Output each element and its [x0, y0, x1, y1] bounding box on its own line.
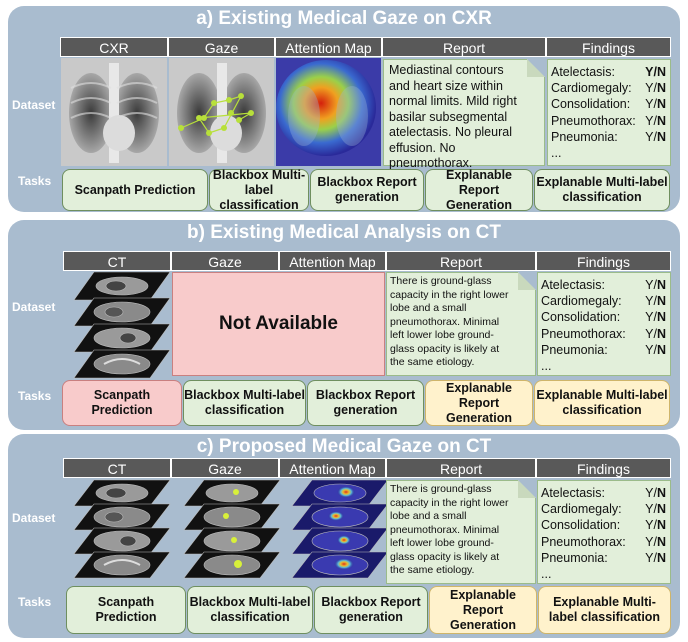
- panel-a-tasks-label: Tasks: [18, 174, 52, 188]
- header-findings: Findings: [546, 37, 671, 57]
- panel-c-title: c) Proposed Medical Gaze on CT: [196, 436, 492, 457]
- gaze-slice-stack: [176, 478, 284, 582]
- finding-row: Consolidation:Y/N: [541, 518, 666, 533]
- findings-box: Atelectasis:Y/N Cardiomegaly:Y/N Consoli…: [537, 272, 671, 376]
- report-fold-corner: [518, 272, 536, 290]
- report-fold-corner: [527, 59, 545, 77]
- task-scanpath-prediction: Scanpath Prediction: [66, 586, 186, 634]
- task-scanpath-prediction: Scanpath Prediction: [62, 169, 208, 211]
- finding-row: Cardiomegaly:Y/N: [541, 502, 666, 517]
- ct-slice-stack: [66, 478, 174, 582]
- findings-more: ...: [541, 567, 552, 582]
- task-explainable-multilabel: Explanable Multi-label classification: [538, 586, 671, 634]
- attention-slice-stack: [284, 478, 392, 582]
- task-explainable-report: Explanable Report Generation: [425, 168, 533, 212]
- finding-row: Pneumonia:Y/N: [541, 550, 666, 565]
- gaze-image: [169, 58, 274, 166]
- finding-row: Cardiomegaly:Y/N: [551, 81, 666, 96]
- findings-more: ...: [551, 146, 562, 161]
- task-blackbox-report: Blackbox Report generation: [307, 380, 424, 426]
- task-blackbox-multilabel: Blackbox Multi-label classification: [187, 586, 313, 634]
- header-report: Report: [386, 458, 536, 478]
- panel-c: c) Proposed Medical Gaze on CT Dataset T…: [8, 434, 680, 638]
- panel-a-dataset-label: Dataset: [12, 98, 56, 112]
- panel-c-tasks-label: Tasks: [18, 595, 52, 609]
- gaze-fixation-points: [178, 93, 254, 136]
- findings-more: ...: [541, 359, 552, 374]
- finding-row: Consolidation:Y/N: [541, 310, 666, 325]
- report-box: Mediastinal contours and heart size with…: [383, 59, 545, 170]
- finding-row: Pneumonia:Y/N: [541, 342, 666, 357]
- report-text: There is ground-glass capacity in the ri…: [390, 275, 509, 368]
- not-available-box: Not Available: [172, 272, 385, 376]
- task-explainable-report: Explanable Report Generation: [425, 380, 533, 426]
- panel-b-dataset-label: Dataset: [12, 300, 56, 314]
- panel-b-title: b) Existing Medical Analysis on CT: [187, 222, 501, 243]
- header-ct: CT: [63, 251, 171, 271]
- task-scanpath-prediction: Scanpath Prediction: [62, 380, 182, 426]
- header-report: Report: [386, 251, 536, 271]
- ct-slice: [73, 271, 171, 301]
- task-explainable-report: Explanable Report Generation: [429, 586, 537, 634]
- report-fold-corner: [518, 480, 536, 498]
- attention-map-image: [276, 58, 381, 166]
- header-findings: Findings: [536, 251, 671, 271]
- panel-a: a) Existing Medical Gaze on CXR Dataset …: [8, 6, 680, 212]
- report-text: There is ground-glass capacity in the ri…: [390, 483, 509, 576]
- cxr-image: [61, 58, 167, 166]
- header-ct: CT: [63, 458, 171, 478]
- task-blackbox-report: Blackbox Report generation: [314, 586, 428, 634]
- finding-row: Atelectasis:Y/N: [551, 65, 666, 79]
- report-box: There is ground-glass capacity in the ri…: [386, 480, 536, 584]
- finding-row: Pneumothorax:Y/N: [541, 534, 666, 549]
- header-findings: Findings: [536, 458, 671, 478]
- panel-c-dataset-label: Dataset: [12, 511, 56, 525]
- ct-slice-stack: [66, 270, 174, 380]
- finding-row: Consolidation:Y/N: [551, 97, 666, 112]
- header-attention-map: Attention Map: [279, 458, 386, 478]
- task-blackbox-multilabel: Blackbox Multi-label classification: [183, 380, 306, 426]
- header-gaze: Gaze: [171, 458, 279, 478]
- report-box: There is ground-glass capacity in the ri…: [386, 272, 536, 376]
- task-blackbox-report: Blackbox Report generation: [310, 169, 424, 211]
- task-explainable-multilabel: Explanable Multi-label classification: [534, 380, 670, 426]
- finding-row: Pneumonia:Y/N: [551, 129, 666, 144]
- header-gaze: Gaze: [168, 37, 275, 57]
- header-attention-map: Attention Map: [275, 37, 382, 57]
- header-gaze: Gaze: [171, 251, 279, 271]
- finding-row: Pneumothorax:Y/N: [541, 326, 666, 341]
- panel-a-title: a) Existing Medical Gaze on CXR: [196, 8, 492, 29]
- task-blackbox-multilabel: Blackbox Multi-label classification: [209, 168, 309, 212]
- finding-row: Atelectasis:Y/N: [541, 486, 666, 500]
- header-cxr: CXR: [60, 37, 168, 57]
- finding-row: Cardiomegaly:Y/N: [541, 294, 666, 309]
- header-report: Report: [382, 37, 546, 57]
- findings-box: Atelectasis:Y/N Cardiomegaly:Y/N Consoli…: [537, 480, 671, 584]
- finding-row: Atelectasis:Y/N: [541, 278, 666, 292]
- report-text: Mediastinal contours and heart size with…: [389, 63, 517, 170]
- findings-box: Atelectasis:Y/N Cardiomegaly:Y/N Consoli…: [547, 59, 671, 166]
- panel-b: b) Existing Medical Analysis on CT Datas…: [8, 220, 680, 430]
- panel-b-tasks-label: Tasks: [18, 389, 52, 403]
- finding-row: Pneumothorax:Y/N: [551, 113, 666, 128]
- task-explainable-multilabel: Explanable Multi-label classification: [534, 169, 670, 211]
- header-attention-map: Attention Map: [279, 251, 386, 271]
